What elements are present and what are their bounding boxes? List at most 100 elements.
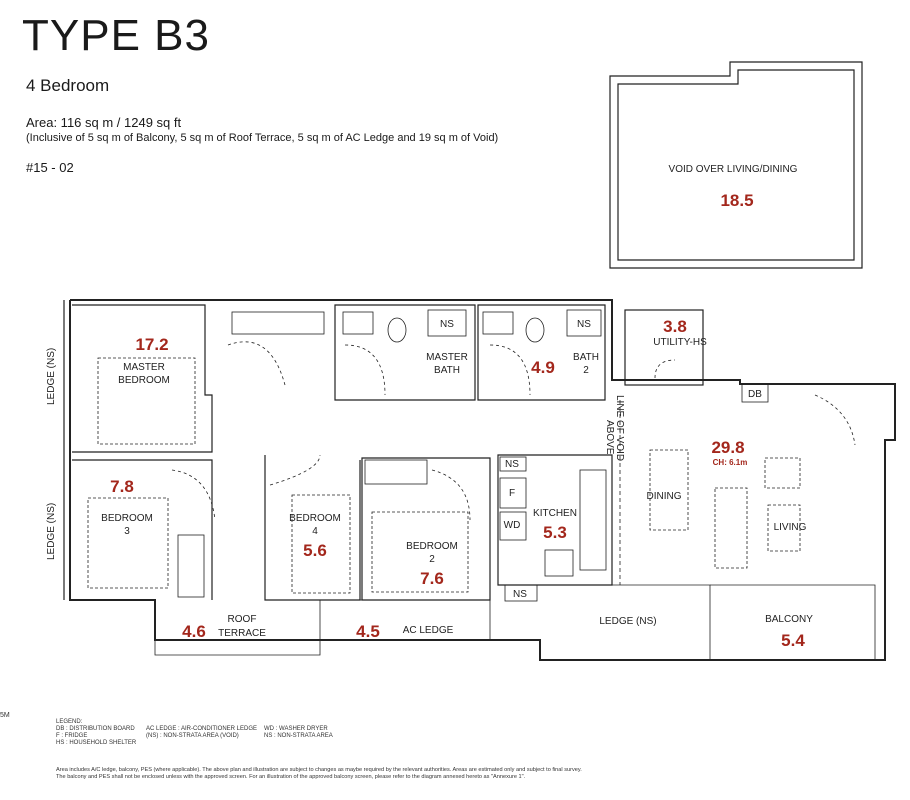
ac-ledge-label: AC LEDGE bbox=[403, 625, 454, 636]
void-inner-outline bbox=[617, 69, 855, 261]
bedroom3-area: 7.8 bbox=[110, 477, 134, 496]
bath2-walls bbox=[477, 304, 606, 401]
bedroom4-bed bbox=[291, 494, 351, 594]
disclaimer-notes: Area includes A/C ledge, balcony, PES (w… bbox=[56, 767, 876, 781]
legend-cell: F : FRIDGE bbox=[56, 733, 88, 739]
ac-ns-label: NS bbox=[513, 589, 527, 600]
dining-table bbox=[649, 449, 689, 531]
sofa bbox=[714, 487, 748, 569]
legend-row: F : FRIDGE (NS) : NON-STRATA AREA (VOID)… bbox=[56, 733, 384, 740]
roof-terrace-outline bbox=[154, 600, 321, 656]
legend-cell: WD : WASHER DRYER bbox=[264, 726, 328, 732]
bedroom3-door bbox=[171, 469, 216, 521]
void-outline bbox=[609, 61, 863, 269]
legend-cell: DB : DISTRIBUTION BOARD bbox=[56, 726, 135, 732]
legend: LEGEND: DB : DISTRIBUTION BOARD AC LEDGE… bbox=[56, 719, 384, 747]
bath2-label-1: BATH bbox=[573, 352, 599, 363]
ac-ns-box bbox=[504, 584, 538, 602]
master-wardrobe bbox=[231, 311, 325, 335]
bedroom3-wardrobe bbox=[177, 534, 205, 598]
kitchen-ns-label: NS bbox=[505, 459, 519, 470]
void-area: 18.5 bbox=[720, 191, 753, 210]
utility-label: UTILITY-HS bbox=[653, 337, 707, 348]
roof-terrace-label-1: ROOF bbox=[228, 614, 257, 625]
legend-row: DB : DISTRIBUTION BOARD AC LEDGE : AIR-C… bbox=[56, 726, 384, 733]
bath2-ns-label: NS bbox=[577, 319, 591, 330]
master-bedroom-area: 17.2 bbox=[135, 335, 168, 354]
legend-cell: (NS) : NON-STRATA AREA (VOID) bbox=[146, 733, 239, 739]
roof-terrace-area: 4.6 bbox=[182, 622, 206, 641]
void-line-label: LINE OF VOID bbox=[614, 395, 625, 461]
legend-row: HS : HOUSEHOLD SHELTER bbox=[56, 740, 384, 747]
washer-label: WD bbox=[504, 520, 521, 531]
bedroom-count: 4 Bedroom bbox=[26, 76, 110, 95]
db-box bbox=[741, 383, 769, 403]
hob bbox=[544, 549, 574, 577]
bath2-ns-box bbox=[566, 309, 602, 337]
balcony-area: 5.4 bbox=[781, 631, 805, 650]
master-basin bbox=[342, 311, 374, 335]
bath2-door bbox=[489, 344, 531, 396]
building-outline bbox=[69, 299, 896, 661]
area-text: Area: 116 sq m / 1249 sq ft bbox=[26, 115, 182, 130]
coffee-table bbox=[767, 504, 801, 552]
master-bath-label-2: BATH bbox=[434, 365, 460, 376]
master-bath-door bbox=[344, 344, 386, 396]
bedroom3-walls bbox=[72, 459, 213, 600]
bedroom4-walls bbox=[264, 455, 361, 601]
kitchen-counter bbox=[579, 469, 607, 571]
plan-type-title: TYPE B3 bbox=[22, 11, 210, 60]
fridge-box bbox=[499, 477, 527, 509]
side-ledge-top-label: LEDGE (NS) bbox=[46, 348, 57, 405]
master-ns-box bbox=[427, 309, 467, 337]
living-label: LIVING bbox=[774, 522, 807, 533]
roof-terrace-label-2: TERRACE bbox=[218, 628, 266, 639]
master-bed bbox=[97, 357, 196, 445]
entrance-door bbox=[814, 394, 856, 446]
balcony-outline bbox=[710, 584, 876, 660]
bedroom2-bed bbox=[371, 511, 469, 593]
kitchen-ns-box bbox=[499, 456, 527, 472]
ceiling-height: CH: 6.1m bbox=[713, 458, 748, 467]
bedroom2-label-2: 2 bbox=[429, 554, 435, 565]
note-line: Area includes A/C ledge, balcony, PES (w… bbox=[56, 767, 582, 773]
master-door-swing bbox=[227, 341, 286, 386]
note-line: The balcony and PES shall not be enclose… bbox=[56, 774, 526, 780]
legend-cell: HS : HOUSEHOLD SHELTER bbox=[56, 740, 137, 746]
bath2-label-2: 2 bbox=[583, 365, 589, 376]
bedroom3-label-2: 3 bbox=[124, 526, 130, 537]
bedroom3-label-1: BEDROOM bbox=[101, 513, 153, 524]
fridge-label: F bbox=[509, 488, 515, 499]
bedroom2-door bbox=[431, 469, 471, 521]
master-bath-label-1: MASTER bbox=[426, 352, 468, 363]
washer-box bbox=[499, 511, 527, 541]
master-toilet bbox=[387, 317, 407, 343]
side-ledge-bottom-label: LEDGE (NS) bbox=[46, 503, 57, 560]
ac-ledge-outline bbox=[320, 599, 491, 640]
db-label: DB bbox=[748, 389, 762, 400]
master-bath-walls bbox=[334, 304, 476, 401]
balcony-label: BALCONY bbox=[765, 614, 813, 625]
void-above-label: ABOVE bbox=[604, 420, 615, 455]
bedroom3-bed bbox=[87, 497, 169, 589]
bath2-basin bbox=[482, 311, 514, 335]
bath2-area: 4.9 bbox=[531, 358, 555, 377]
bedroom2-area: 7.6 bbox=[420, 569, 444, 588]
legend-cell: NS : NON-STRATA AREA bbox=[264, 733, 333, 739]
kitchen-area: 5.3 bbox=[543, 523, 567, 542]
inclusive-note: (Inclusive of 5 sq m of Balcony, 5 sq m … bbox=[26, 132, 499, 144]
void-label: VOID OVER LIVING/DINING bbox=[669, 164, 798, 175]
bedroom2-wardrobe bbox=[364, 459, 428, 485]
armchair bbox=[764, 457, 801, 489]
ledge-ns-label: LEDGE (NS) bbox=[599, 616, 656, 627]
bath2-toilet bbox=[525, 317, 545, 343]
bedroom4-area: 5.6 bbox=[303, 541, 327, 560]
master-bedroom-label-1: MASTER bbox=[123, 362, 165, 373]
living-dining-area: 29.8 bbox=[711, 438, 744, 457]
ac-ledge-area: 4.5 bbox=[356, 622, 380, 641]
utility-door bbox=[654, 359, 676, 379]
utility-area: 3.8 bbox=[663, 317, 687, 336]
master-bedroom-walls bbox=[72, 304, 213, 453]
bedroom4-label-2: 4 bbox=[312, 526, 318, 537]
